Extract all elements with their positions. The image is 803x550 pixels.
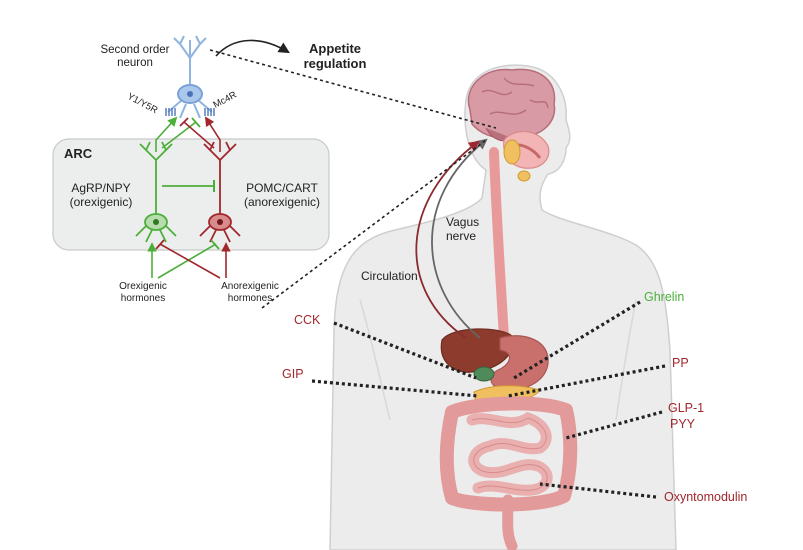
- orexigenic-hormones-line1: Orexigenic: [119, 281, 167, 292]
- glp1-label: GLP-1: [668, 401, 705, 415]
- vagus-nerve-label: Vagus nerve: [446, 215, 480, 244]
- agrp-npy-neuron: [135, 141, 177, 243]
- oxyntomodulin-connector: [539, 482, 657, 499]
- second-order-neuron: [167, 35, 213, 119]
- anorexigenic-hormones-label: Anorexigenic hormones: [212, 281, 288, 304]
- appetite-arrow: [215, 39, 290, 57]
- agrp-npy-label: AgRP/NPY (orexigenic): [66, 181, 136, 210]
- arc-title: ARC: [64, 146, 93, 161]
- anorexigenic-inhibit-agrp: [159, 243, 221, 279]
- vagus-nerve-line2: nerve: [446, 228, 477, 243]
- second-order-neuron-label: Second order neuron: [100, 44, 170, 70]
- pyy-label: PYY: [670, 417, 696, 431]
- ghrelin-label: Ghrelin: [644, 290, 685, 304]
- oxyntomodulin-label: Oxyntomodulin: [664, 490, 748, 504]
- brain: [467, 68, 556, 142]
- vagus-nerve-line1: Vagus: [446, 215, 480, 229]
- large-intestine: [439, 396, 578, 512]
- agrp-npy-label-line1: AgRP/NPY: [71, 181, 131, 195]
- anorexigenic-inhibit-agrp-bar: [155, 239, 165, 250]
- agrp-npy-label-line2: (orexigenic): [69, 194, 133, 209]
- orexigenic-hormones-line2: hormones: [120, 292, 166, 304]
- cck-connector: [333, 321, 477, 380]
- second-order-neuron-label-line1: Second order: [100, 44, 170, 56]
- anorexigenic-hormones-line2: hormones: [227, 292, 273, 304]
- pomc-inhibit-y1-bar: [179, 117, 189, 127]
- appetite-regulation-label: Appetite regulation: [290, 41, 380, 72]
- arc-box: [52, 138, 330, 251]
- gip-connector: [311, 379, 479, 398]
- neuron-to-brain-connector: [209, 49, 497, 129]
- circulation-arrow: [415, 140, 480, 339]
- glp1-pyy-connector: [565, 410, 663, 440]
- pomc-cart-label-line1: POMC/CART: [246, 181, 318, 195]
- anorexigenic-hormones-line1: Anorexigenic: [221, 281, 279, 292]
- gip-label: GIP: [282, 367, 304, 381]
- esophagus: [489, 147, 509, 343]
- pomc-inhibit-y1: [183, 121, 215, 149]
- appetite-regulation-line1: Appetite: [309, 41, 361, 56]
- pomc-to-mc4r: [204, 116, 221, 152]
- oral-cavity: [503, 130, 550, 182]
- pp-label: PP: [672, 356, 689, 370]
- agrp-to-y1y5r: [155, 116, 178, 152]
- pomc-cart-label-line2: (anorexigenic): [243, 194, 321, 209]
- liver: [440, 328, 514, 373]
- receptor-hatching: [165, 108, 215, 116]
- vagus-nerve-arrow: [431, 138, 488, 339]
- second-order-neuron-label-line2: neuron: [117, 57, 153, 70]
- pp-connector: [507, 364, 666, 398]
- orexigenic-hormones-label: Orexigenic hormones: [108, 281, 178, 304]
- circulation-label: Circulation: [361, 269, 418, 283]
- small-intestine: [466, 411, 553, 496]
- agrp-inhibit-mc4r: [161, 121, 197, 149]
- rectum: [502, 494, 518, 550]
- agrp-inhibit-mc4r-bar: [191, 117, 201, 128]
- ghrelin-connector: [513, 300, 641, 380]
- gallbladder: [473, 366, 495, 382]
- arc-to-brain-connector: [261, 139, 487, 309]
- orexigenic-inhibit-pomc-bar: [210, 239, 220, 250]
- appetite-regulation-line2: regulation: [303, 55, 367, 71]
- orexigenic-inhibit-pomc: [157, 243, 217, 279]
- pomc-cart-label: POMC/CART (anorexigenic): [237, 181, 327, 210]
- cck-label: CCK: [294, 313, 321, 327]
